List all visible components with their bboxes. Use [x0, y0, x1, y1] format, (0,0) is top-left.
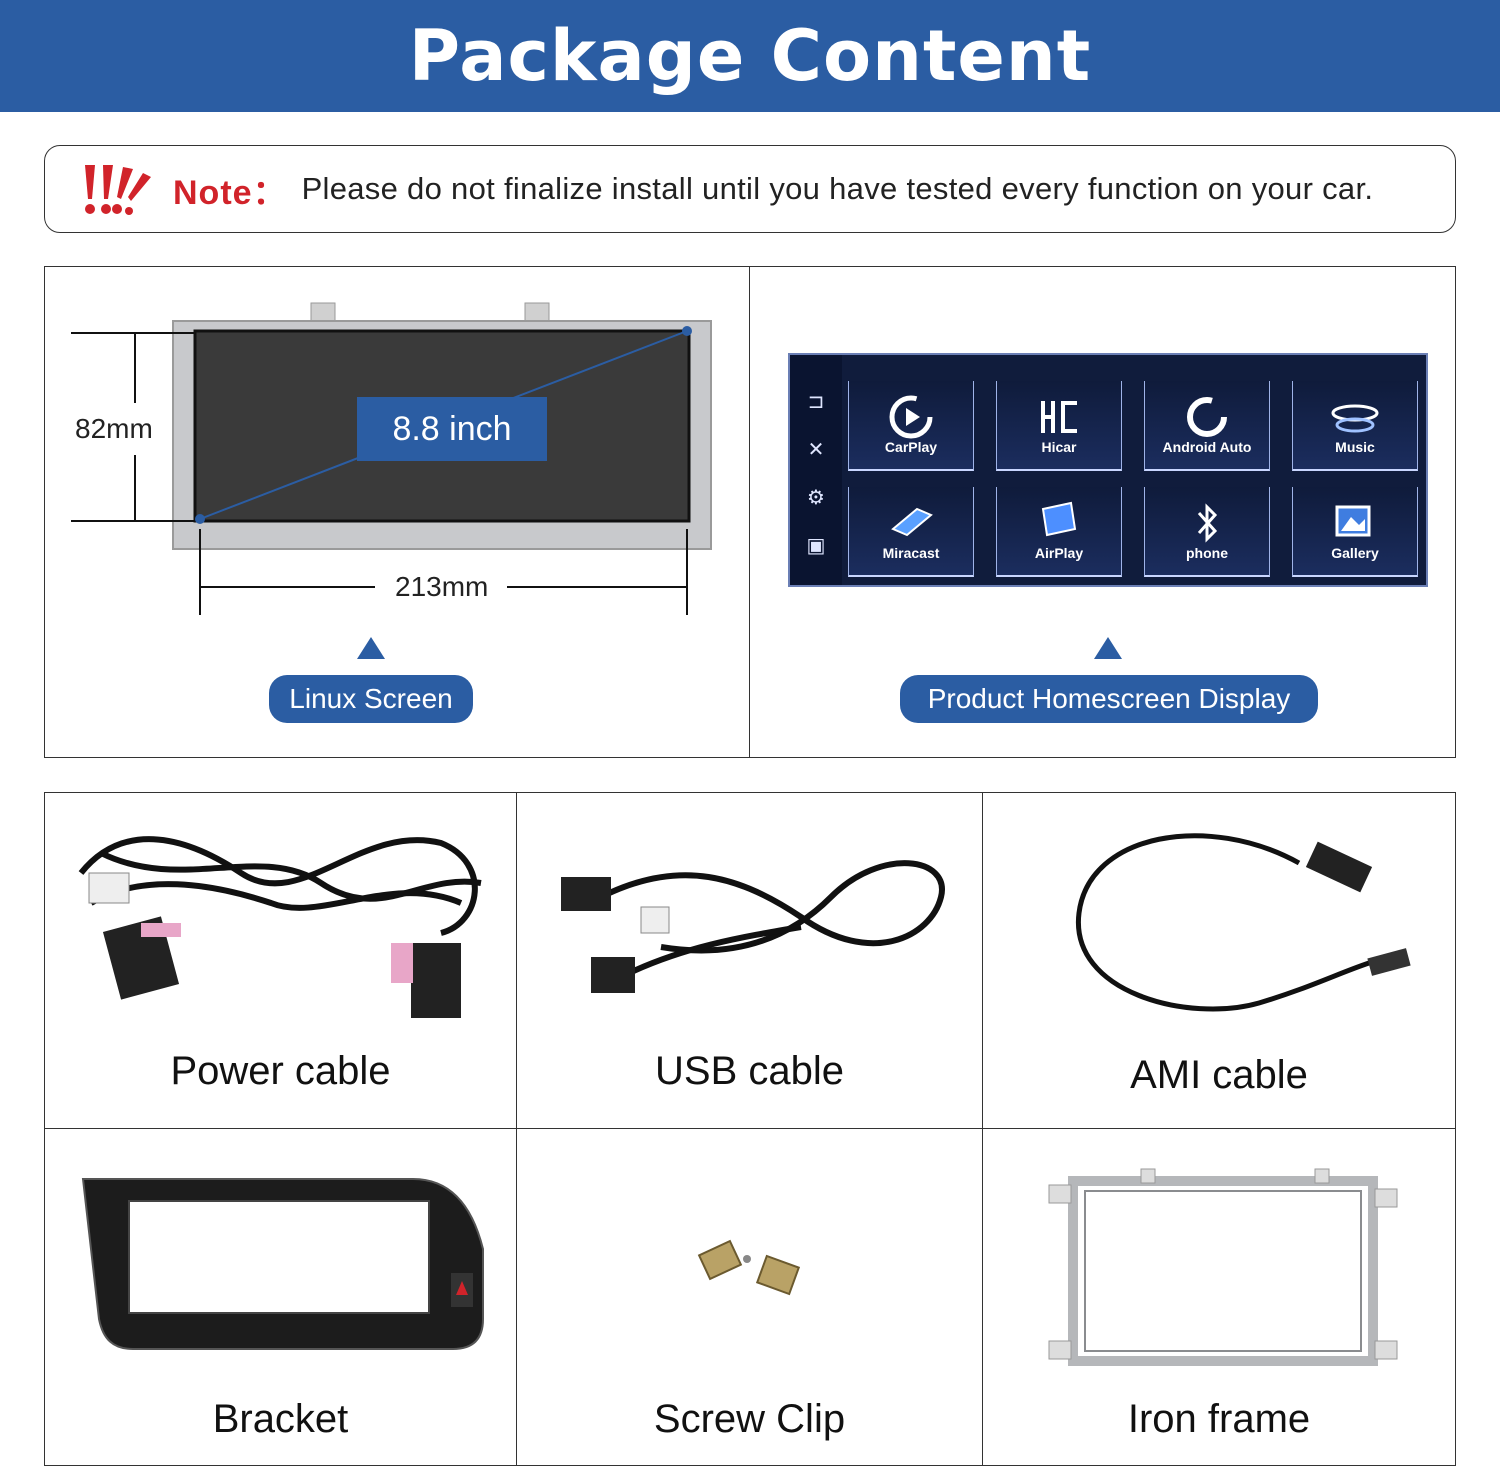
airplay-icon — [1041, 501, 1077, 537]
item-label: Power cable — [170, 1049, 391, 1093]
item-iron-frame: Iron frame — [983, 1129, 1455, 1465]
mute-icon: ✕ — [807, 439, 825, 461]
app-label-carplay: CarPlay — [884, 439, 938, 455]
app-tile-miracast[interactable]: Miracast — [848, 487, 974, 577]
pointer-triangle — [1094, 637, 1122, 659]
android-auto-icon — [1187, 397, 1227, 437]
homescreen-panel: ⊐ ✕ ⚙ ▣ CarPlay Hicar Android Auto Music… — [750, 266, 1456, 758]
note-box: Note： Please do not finalize install unt… — [44, 145, 1456, 233]
app-label-phone: phone — [1186, 545, 1228, 561]
item-label: Iron frame — [1127, 1397, 1311, 1441]
homescreen-caption: Product Homescreen Display — [900, 675, 1318, 723]
app-tile-carplay[interactable]: CarPlay — [848, 381, 974, 471]
app-tile-gallery[interactable]: Gallery — [1292, 487, 1418, 577]
gallery-icon — [1335, 505, 1371, 537]
item-label: Screw Clip — [653, 1397, 846, 1441]
item-label: USB cable — [655, 1049, 844, 1093]
linux-screen-caption: Linux Screen — [269, 675, 473, 723]
app-tile-airplay[interactable]: AirPlay — [996, 487, 1122, 577]
app-tile-music[interactable]: Music — [1292, 381, 1418, 471]
package-items-grid: Power cable USB cable AMI cable Bra — [44, 792, 1456, 1466]
iron-frame-image — [1048, 1168, 1398, 1366]
screw-clip-image — [697, 1239, 801, 1296]
pointer-triangle — [357, 637, 385, 659]
item-label: AMI cable — [1130, 1053, 1308, 1097]
miracast-icon — [891, 507, 933, 537]
carplay-icon — [889, 395, 933, 439]
item-label: Bracket — [212, 1397, 349, 1441]
item-bracket: Bracket — [45, 1129, 517, 1465]
app-label-miracast: Miracast — [882, 545, 940, 561]
item-power-cable: Power cable — [45, 793, 517, 1129]
car-icon: ▣ — [806, 535, 826, 557]
bluetooth-phone-icon — [1197, 503, 1218, 543]
app-label-airplay: AirPlay — [1034, 545, 1084, 561]
app-tile-phone[interactable]: phone — [1144, 487, 1270, 577]
homescreen-sidebar: ⊐ ✕ ⚙ ▣ — [790, 355, 842, 585]
item-usb-cable: USB cable — [517, 793, 983, 1129]
settings-gear-icon: ⚙ — [807, 487, 825, 509]
app-label-gallery: Gallery — [1331, 545, 1379, 561]
app-label-hicar: Hicar — [1041, 439, 1077, 455]
app-label-android-auto: Android Auto — [1162, 439, 1252, 455]
back-icon: ⊐ — [807, 391, 825, 413]
app-tile-hicar[interactable]: Hicar — [996, 381, 1122, 471]
app-tile-android-auto[interactable]: Android Auto — [1144, 381, 1270, 471]
note-label: Note： — [173, 173, 288, 212]
music-disc-icon — [1331, 404, 1379, 433]
bracket-image — [81, 1178, 484, 1350]
screen-size-badge: 8.8 inch — [357, 397, 547, 461]
item-screw-clip: Screw Clip — [517, 1129, 983, 1465]
note-text: Please do not finalize install until you… — [301, 171, 1374, 206]
hicar-icon — [1041, 401, 1077, 433]
page-header: Package Content — [0, 0, 1500, 112]
warning-exclamation-icon — [85, 165, 151, 215]
homescreen-display: ⊐ ✕ ⚙ ▣ CarPlay Hicar Android Auto Music… — [788, 353, 1428, 587]
app-label-music: Music — [1335, 439, 1375, 455]
ami-cable-image — [1076, 833, 1411, 1012]
height-dimension-label: 82mm — [75, 413, 153, 444]
width-dimension-label: 213mm — [389, 571, 495, 603]
page-title: Package Content — [408, 15, 1092, 97]
usb-cable-image — [561, 860, 945, 993]
linux-screen-panel: 82mm 8.8 inch 213mm Linux Screen — [44, 266, 750, 758]
item-ami-cable: AMI cable — [983, 793, 1455, 1129]
power-cable-image — [78, 836, 482, 1018]
